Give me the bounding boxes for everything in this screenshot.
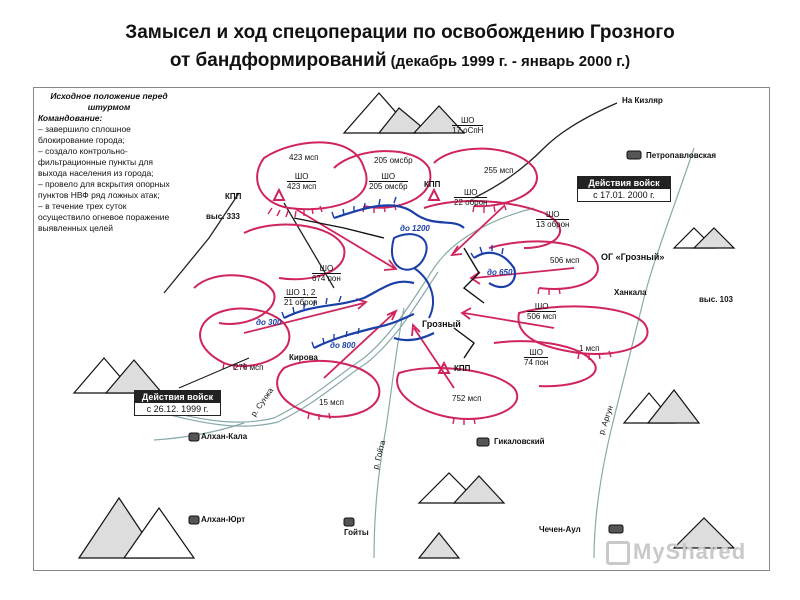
map-title-line2: от бандформирований (декабрь 1999 г. - я…: [0, 50, 800, 72]
actions-box-2000: Действия войск с 17.01. 2000 г.: [577, 176, 671, 202]
label-kizlyar: На Кизляр: [622, 96, 663, 105]
sho-bottom: 22 оброн: [454, 197, 488, 207]
sho-bottom: 13 оброн: [536, 219, 570, 229]
label-unit: 506 мсп: [550, 256, 580, 265]
sho-top: ШО: [460, 116, 475, 125]
label-unit: 15 мсп: [319, 398, 344, 407]
label-unit: 255 мсп: [484, 166, 514, 175]
note-item: – провело для вскрытия опорных пунктов Н…: [38, 179, 170, 200]
blue-defense-lines: [283, 204, 517, 349]
watermark: MyShared: [606, 539, 747, 566]
sho-top: ШО: [381, 172, 396, 181]
label-advance-depth: до 650: [487, 268, 513, 277]
operation-map: Исходное положение перед штурмом Командо…: [33, 87, 770, 571]
sho-bottom: 205 омсбр: [369, 181, 408, 191]
blue-hatching: [281, 196, 504, 349]
title-main: от бандформирований: [169, 50, 387, 71]
note-subheading: Командование:: [38, 113, 103, 123]
label-unit: 423 мсп: [289, 153, 319, 162]
label-checkpoint: КПП: [424, 180, 441, 189]
sho-top: ШО: [463, 188, 478, 197]
sho-bottom: 506 мсп: [527, 311, 557, 321]
map-drawing: [72, 92, 736, 559]
label-advance-depth: до 300: [256, 318, 282, 327]
mountains: [72, 92, 736, 559]
label-unit: 752 мсп: [452, 394, 482, 403]
label-unit: 276 мсп: [234, 363, 264, 372]
sho-top: ШО 1, 2: [286, 288, 316, 297]
label-height-103: выс. 103: [699, 295, 733, 304]
label-advance-depth: до 800: [330, 341, 356, 350]
blue-center: [391, 233, 434, 319]
label-gikalovsky: Гикаловский: [494, 437, 545, 446]
initial-position-note: Исходное положение перед штурмом Командо…: [38, 91, 180, 234]
sho-top: ШО: [319, 264, 334, 273]
label-checkpoint: КПП: [454, 364, 471, 373]
label-height-333: выс. 333: [206, 212, 240, 221]
actions-box-header: Действия войск: [135, 391, 220, 403]
actions-box-header: Действия войск: [578, 177, 670, 189]
label-unit: 1 мсп: [579, 344, 600, 353]
actions-box-date: с 26.12. 1999 г.: [146, 404, 209, 414]
sho-top: ШО: [529, 348, 543, 357]
watermark-text: MyShared: [633, 539, 747, 564]
label-goyty: Гойты: [344, 528, 369, 537]
map-title-line1: Замысел и ход спецоперации по освобожден…: [125, 22, 675, 43]
sho-top: ШО: [534, 302, 549, 311]
label-grozny: Грозный: [422, 319, 461, 329]
sector-boundaries: [293, 217, 485, 359]
presentation-icon: [606, 541, 630, 566]
note-item: – создало контрольно-фильтрационные пунк…: [38, 146, 154, 178]
label-og-grozny: ОГ «Грозный»: [601, 252, 665, 262]
sho-bottom: 423 мсп: [287, 181, 317, 191]
actions-box-date: с 17.01. 2000 г.: [593, 190, 655, 200]
label-alkhan-yurt: Алхан-Юрт: [201, 515, 246, 524]
leader-lines: [178, 357, 250, 389]
label-alkhan-kala: Алхан-Кала: [201, 432, 248, 441]
settlement-markers: [188, 150, 642, 534]
label-checkpoint: КПП: [225, 192, 242, 201]
checkpoints-markers: [272, 187, 451, 374]
note-item: – в течение трех суток осуществило огнев…: [38, 201, 170, 233]
sho-top: ШО: [294, 172, 309, 181]
label-unit: 205 омсбр: [374, 156, 413, 165]
label-khankala: Ханкала: [614, 288, 647, 297]
label-kirova: Кирова: [289, 353, 318, 362]
note-heading: Исходное положение перед штурмом: [50, 91, 168, 112]
label-petropavlovskaya: Петропавловская: [646, 151, 717, 160]
title-dates: (декабрь 1999 г. - январь 2000 г.): [386, 53, 631, 70]
sho-top: ШО: [545, 210, 560, 219]
sho-bottom: 74 пон: [524, 357, 549, 367]
sho-bottom: 21 оброн: [284, 297, 318, 307]
label-chechen-aul: Чечен-Аул: [539, 525, 581, 534]
red-front-lines: [193, 141, 649, 420]
sho-bottom: 674 пон: [312, 273, 341, 283]
label-advance-depth: до 1200: [400, 224, 430, 233]
sho-bottom: 17 оСпН: [452, 125, 484, 135]
actions-box-1999: Действия войск с 26.12. 1999 г.: [134, 390, 221, 416]
note-item: – завершило сплошное блокирование города…: [38, 124, 131, 145]
